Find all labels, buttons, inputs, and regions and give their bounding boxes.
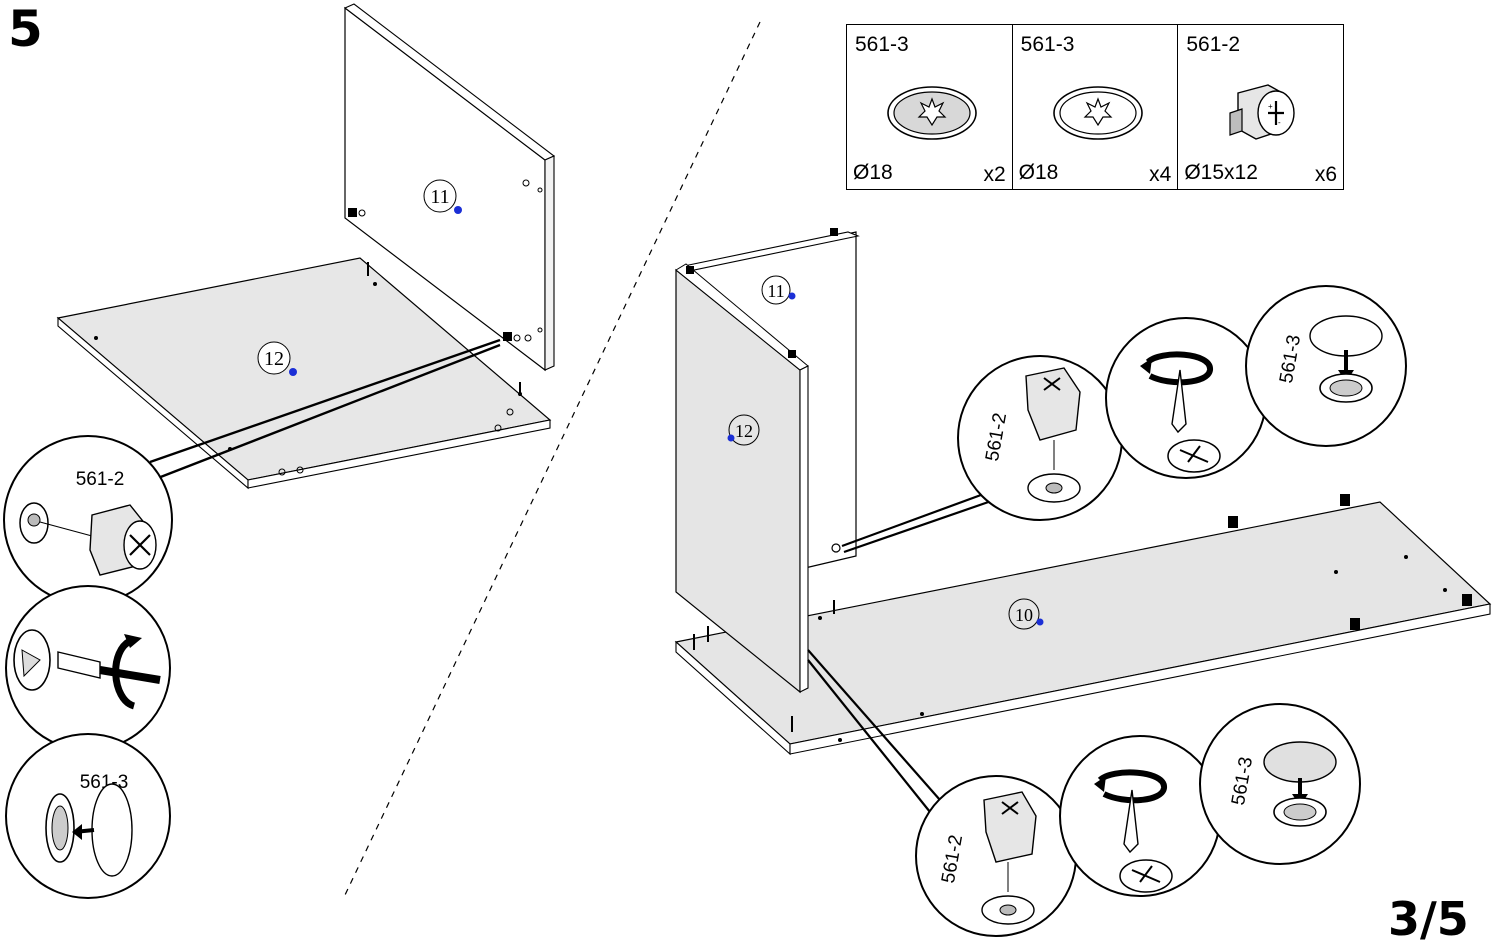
part-quantity: x6 [1314,163,1338,186]
part-code: 561-3 [1020,33,1075,56]
cam-lock-icon: + - [1229,84,1296,140]
callout-screwdriver-turn [1105,317,1267,479]
cam-cover-cap-icon [887,86,977,140]
callout-cover-cap: 561-3 [1199,703,1361,865]
part-code: 561-2 [1186,33,1241,56]
part-cell: 561-3 Ø18 x4 [1013,25,1179,189]
part-size: Ø15x12 [1184,161,1258,184]
page-number: 3/5 [1388,892,1469,946]
panel-label-12: 12 [264,348,284,370]
svg-text:+: + [1268,102,1273,111]
panel-label-12: 12 [735,421,753,441]
left-assembly: 11 12 561-2 [3,3,556,899]
callout-screwdriver-turn [5,585,171,751]
cam-cover-cap-icon [1052,86,1143,140]
callout-cam-insert: 561-2 [3,435,173,605]
svg-text:-: - [1278,118,1281,127]
part-size: Ø18 [1018,161,1059,184]
right-assembly: 11 12 10 561-2 [674,228,1492,937]
panel-label-11: 11 [430,186,449,208]
callout-cover-cap: 561-3 [5,733,171,899]
panel-label-11: 11 [767,281,784,301]
callout-cam-insert: 561-2 [957,355,1123,521]
panel-label-10: 10 [1015,605,1033,625]
parts-table: 561-3 Ø18 x2 561-3 Ø18 x4 561-2 [846,24,1344,190]
part-quantity: x4 [1149,163,1172,186]
part-cell: 561-2 + - Ø15x12 x6 [1178,25,1343,189]
part-quantity: x2 [983,163,1006,186]
callout-label: 561-2 [76,469,125,490]
callout-screwdriver-turn [1059,735,1221,897]
part-cell: 561-3 Ø18 x2 [847,25,1013,189]
callout-cover-cap: 561-3 [1245,285,1407,447]
part-code: 561-3 [855,33,909,56]
part-size: Ø18 [853,161,893,184]
callout-cam-insert: 561-2 [915,775,1077,937]
step-number: 5 [8,0,43,58]
divider-line [344,21,761,896]
